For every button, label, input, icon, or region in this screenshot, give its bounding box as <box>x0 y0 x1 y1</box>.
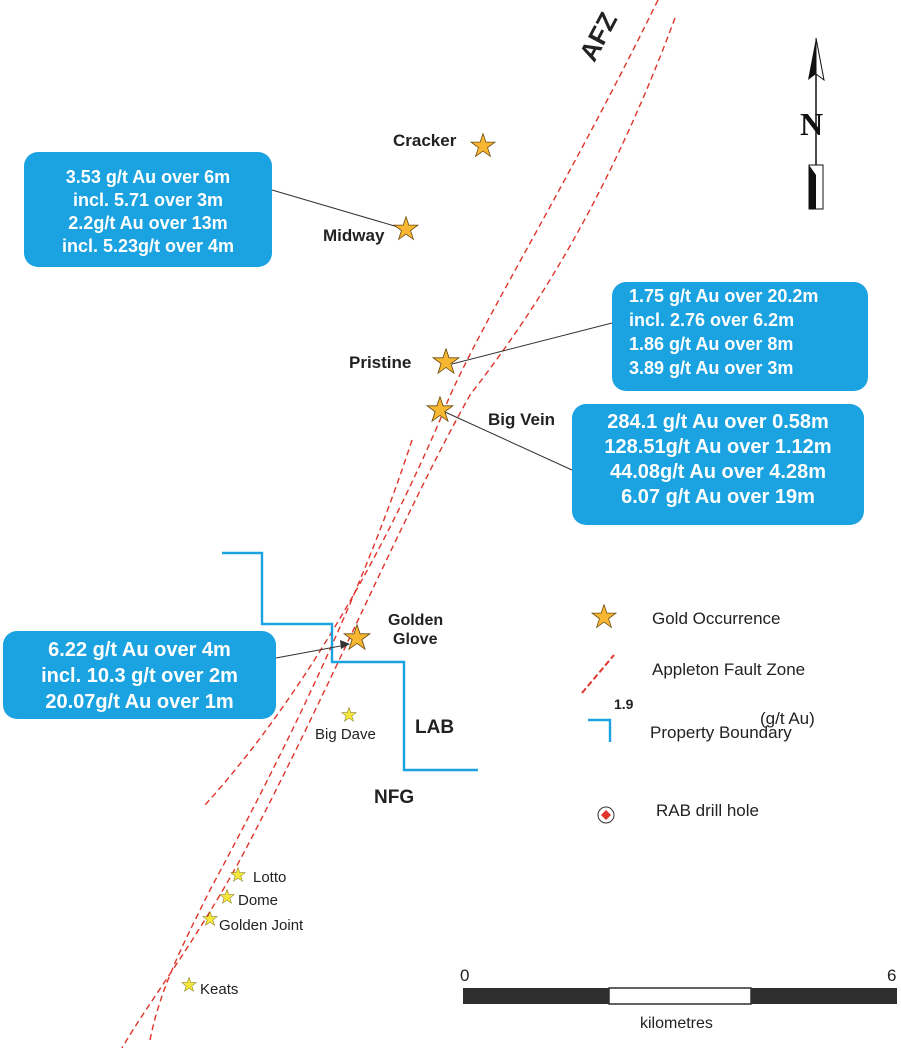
leader-midway <box>271 189 399 228</box>
star-dome <box>219 889 235 904</box>
legend-gold-star <box>591 604 617 629</box>
north-arrow <box>808 37 825 210</box>
north-arrow-head-left <box>808 38 816 80</box>
legend-value-example: 1.9 <box>614 696 634 712</box>
label-midway: Midway <box>323 226 385 245</box>
star-golden-glove <box>343 624 371 650</box>
leader-lines <box>271 189 613 659</box>
legend-units: (g/t Au) <box>760 709 815 728</box>
scale-unit-label: kilometres <box>640 1015 713 1032</box>
callout-pristine: 1.75 g/t Au over 20.2m incl. 2.76 over 6… <box>612 282 868 391</box>
star-midway <box>393 216 419 241</box>
callout-golden-glove-line-1: 6.22 g/t Au over 4m <box>48 639 231 661</box>
label-golden-joint: Golden Joint <box>219 917 304 934</box>
star-cracker <box>470 133 496 158</box>
north-arrow-head-right <box>815 37 825 82</box>
star-golden-joint <box>202 911 218 926</box>
scale-bar <box>463 987 897 1005</box>
label-golden-glove-2: Glove <box>393 631 438 648</box>
callout-pristine-line-1: 1.75 g/t Au over 20.2m <box>629 286 819 306</box>
scale-start-label: 0 <box>460 966 470 985</box>
north-label: N <box>800 106 824 142</box>
callout-golden-glove: 6.22 g/t Au over 4m incl. 10.3 g/t over … <box>3 631 276 719</box>
label-lotto: Lotto <box>253 869 287 886</box>
fault-line-east <box>121 17 676 1048</box>
star-big-dave <box>341 707 357 722</box>
callout-big-vein-line-1: 284.1 g/t Au over 0.58m <box>607 411 829 433</box>
legend-fault-label: Appleton Fault Zone <box>652 660 806 679</box>
callout-big-vein-line-4: 6.07 g/t Au over 19m <box>621 486 815 508</box>
label-cracker: Cracker <box>393 131 457 150</box>
fault-zone-lines <box>121 0 676 1048</box>
callout-big-vein-line-3: 44.08g/t Au over 4.28m <box>609 461 827 483</box>
legend-rab-label: RAB drill hole <box>656 801 759 820</box>
property-boundary <box>222 551 478 772</box>
leader-big-vein <box>444 411 573 471</box>
fault-line-west <box>204 0 659 806</box>
label-lab: LAB <box>415 717 455 738</box>
label-keats: Keats <box>200 981 239 998</box>
leader-pristine <box>451 322 613 365</box>
scale-seg-1 <box>463 988 609 1004</box>
star-big-vein <box>426 396 454 422</box>
leader-golden-glove <box>275 644 347 659</box>
scale-seg-3 <box>751 988 897 1004</box>
callout-pristine-line-4: 3.89 g/t Au over 3m <box>629 358 794 378</box>
star-keats <box>181 977 197 992</box>
legend-fault-symbol <box>581 654 615 694</box>
callout-midway-line-4: incl. 5.23g/t over 4m <box>61 236 235 256</box>
label-pristine: Pristine <box>349 353 412 372</box>
legend-gold-label: Gold Occurrence <box>652 609 781 628</box>
north-arrow-tail-fill <box>809 165 816 209</box>
star-pristine <box>432 348 460 374</box>
callout-golden-glove-line-2: incl. 10.3 g/t over 2m <box>41 665 238 687</box>
callout-pristine-line-2: incl. 2.76 over 6.2m <box>629 310 795 330</box>
callout-midway-line-2: incl. 5.71 over 3m <box>72 190 224 210</box>
leader-arrowhead <box>340 640 350 649</box>
scale-seg-2 <box>608 987 752 1005</box>
label-nfg: NFG <box>374 787 415 808</box>
callout-midway: 3.53 g/t Au over 6m incl. 5.71 over 3m 2… <box>24 152 272 267</box>
callout-midway-line-3: 2.2g/t Au over 13m <box>68 213 228 233</box>
legend-rab-diamond <box>601 810 611 820</box>
legend-boundary-label: Property Boundary <box>650 723 792 742</box>
callout-pristine-line-3: 1.86 g/t Au over 8m <box>629 334 794 354</box>
label-big-vein: Big Vein <box>488 410 556 429</box>
legend-boundary-symbol <box>588 718 612 742</box>
label-big-dave: Big Dave <box>315 726 376 743</box>
callout-big-vein-line-2: 128.51g/t Au over 1.12m <box>604 436 832 458</box>
scale-end-label: 6 <box>887 966 897 985</box>
callout-golden-glove-line-3: 20.07g/t Au over 1m <box>45 691 234 713</box>
label-golden-glove-1: Golden <box>388 612 444 629</box>
label-dome: Dome <box>238 892 279 909</box>
callout-midway-line-1: 3.53 g/t Au over 6m <box>65 167 231 187</box>
fault-line-south <box>149 439 413 1041</box>
star-lotto <box>230 867 246 882</box>
callout-big-vein: 284.1 g/t Au over 0.58m 128.51g/t Au ove… <box>572 404 864 525</box>
